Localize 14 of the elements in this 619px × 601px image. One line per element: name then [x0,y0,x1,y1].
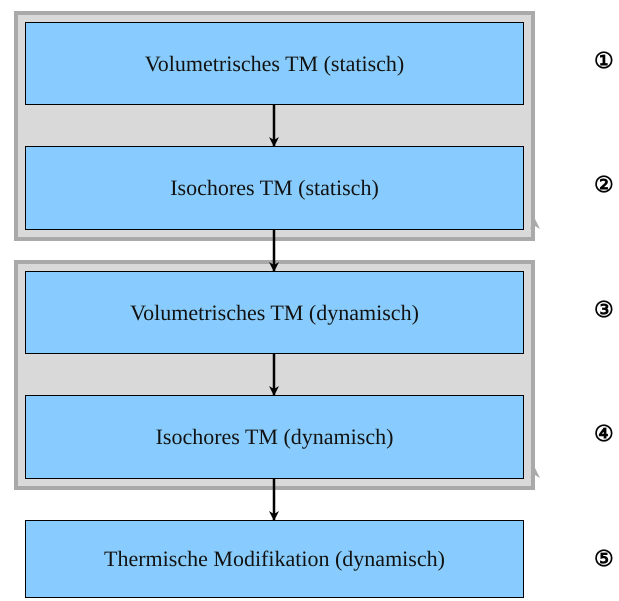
process-box: Volumetrisches TM (statisch) [25,22,524,105]
arrow [269,354,279,396]
process-box: Isochores TM (statisch) [25,146,524,230]
step-number: ④ [594,421,614,447]
step-number: ③ [594,297,614,323]
step-number: ① [594,48,614,74]
step-number: ② [594,172,614,198]
arrow [269,105,279,147]
arrow [269,479,279,521]
process-box: Isochores TM (dynamisch) [25,395,524,479]
process-box: Thermische Modifikation (dynamisch) [25,520,524,598]
step-number: ⑤ [594,546,614,572]
arrow [269,230,279,272]
process-box: Volumetrisches TM (dynamisch) [25,271,524,354]
